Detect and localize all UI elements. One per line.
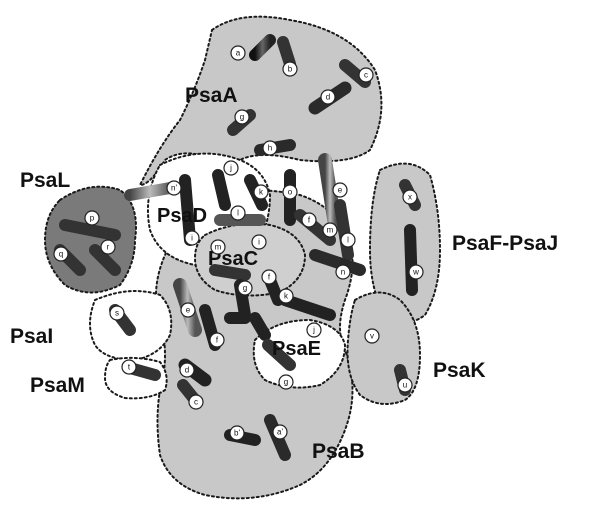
label-psaM: PsaM	[30, 374, 85, 397]
label-psaD: PsaD	[157, 205, 207, 227]
helix-label-g2: g	[243, 284, 247, 293]
helix-label-x: x	[408, 193, 412, 202]
label-psaK: PsaK	[433, 359, 486, 382]
helix-label-b: b	[288, 65, 293, 74]
helix-rod-w	[410, 230, 412, 290]
helix-label-p: p	[90, 214, 95, 223]
label-psaI: PsaI	[10, 325, 53, 348]
region-psaL	[45, 187, 136, 293]
helix-label-m2: m	[215, 243, 222, 252]
label-psaL: PsaL	[20, 169, 70, 192]
helix-label-n2: n'	[171, 184, 177, 193]
label-psaE: PsaE	[272, 338, 321, 360]
label-psaA: PsaA	[185, 84, 238, 107]
helix-label-d2: d	[185, 366, 189, 375]
helix-label-d: d	[326, 93, 330, 102]
helix-label-w: w	[412, 268, 419, 277]
helix-label-j2: j	[312, 326, 315, 335]
helix-label-o: o	[288, 188, 293, 197]
helix-label-g3: g	[284, 378, 288, 387]
helix-label-r: r	[107, 243, 110, 252]
helix-label-c: c	[364, 71, 368, 80]
helix-label-s: s	[115, 309, 119, 318]
helix-label-m: m	[327, 226, 334, 235]
label-psaB: PsaB	[312, 440, 365, 463]
helix-label-n: n	[341, 268, 345, 277]
helix-label-a: a	[236, 49, 241, 58]
helix-label-a2: a'	[277, 428, 283, 437]
helix-label-l: l	[347, 236, 349, 245]
helix-rod-b	[283, 42, 290, 64]
helix-label-e2: e	[186, 306, 191, 315]
helix-rod-j	[218, 175, 225, 205]
helix-label-b2: b'	[234, 429, 240, 438]
helix-rod-n2	[130, 188, 170, 195]
helix-label-u: u	[403, 381, 407, 390]
helix-rod-i2	[215, 270, 245, 275]
helix-label-i: i	[258, 238, 260, 247]
helix-label-q: q	[59, 250, 63, 259]
helix-label-c2: c	[194, 398, 198, 407]
helix-label-j: j	[229, 164, 232, 173]
helix-label-i2: i	[191, 234, 193, 243]
helix-label-v: v	[370, 332, 374, 341]
helix-label-e: e	[338, 186, 343, 195]
helix-label-g: g	[240, 113, 244, 122]
label-psaFJ: PsaF-PsaJ	[452, 232, 558, 255]
helix-label-l2: l	[237, 209, 239, 218]
helix-label-h: h	[268, 144, 272, 153]
